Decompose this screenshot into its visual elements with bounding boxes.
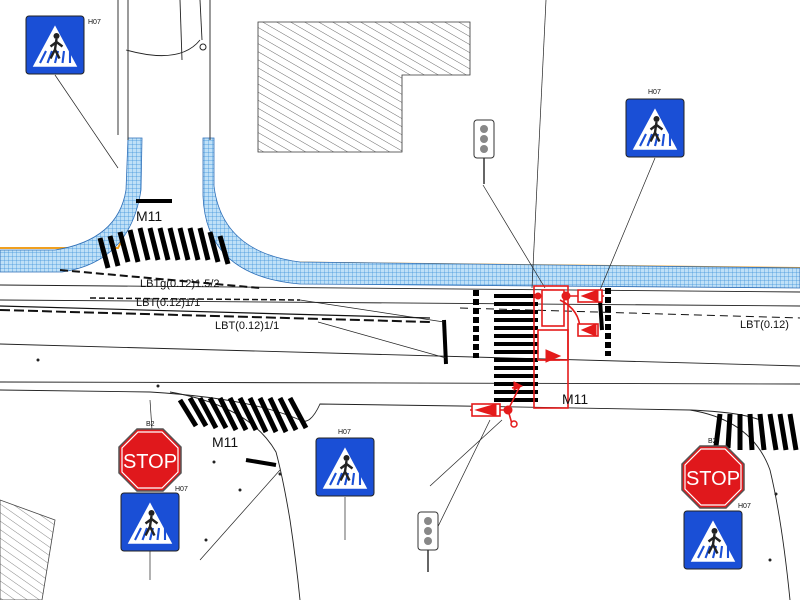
pedestrian-crossing-icon (683, 510, 743, 570)
sign-code-label: H07 (338, 429, 351, 436)
survey-marks (36, 43, 778, 562)
stop-sign-text: STOP (686, 468, 740, 490)
zebra-crossing-southwest (177, 396, 309, 434)
stop-sign-icon (681, 445, 745, 509)
pedestrian-crossing-icon (120, 492, 180, 552)
pedestrian-crossing-icon (315, 437, 375, 497)
marking-label: LBT(0.12) (740, 319, 789, 331)
sign-code-label: H07 (88, 19, 101, 26)
sign-code-label: H07 (175, 486, 188, 493)
crossing-edge-blocks (473, 288, 611, 358)
sidewalk-hatched-east (202, 137, 800, 289)
building-hatch-sw (0, 499, 56, 600)
lane-divider (0, 269, 800, 323)
pedestrian-crossing-icon (625, 98, 685, 158)
zebra-crossing-southeast (713, 413, 799, 451)
zebra-crossing-main (494, 294, 538, 402)
thick-bar (442, 319, 448, 365)
marking-label: M11 (562, 391, 588, 407)
marking-label: M11 (212, 434, 238, 450)
stop-line (245, 458, 277, 467)
traffic-light-icon (473, 119, 495, 184)
marking-label: LBTg(0.12)1.5/2 (140, 278, 220, 290)
sign-code-label: B2 (146, 421, 155, 428)
marking-label: LBT(0.12)1/1 (136, 297, 200, 309)
sidewalk-hatched (0, 137, 143, 273)
stop-sign-icon (118, 428, 182, 492)
building-hatch (257, 21, 471, 153)
thick-bar (598, 299, 604, 331)
zebra-crossing-north (97, 227, 231, 269)
signal-heads (471, 289, 603, 428)
sign-code-label: H07 (648, 89, 661, 96)
pedestrian-crossing-icon (25, 15, 85, 75)
marking-label: M11 (136, 208, 162, 224)
sign-code-label: B2 (708, 438, 717, 445)
marking-label: LBT(0.12)1/1 (215, 320, 279, 332)
traffic-light-icon (417, 511, 439, 572)
stop-sign-text: STOP (123, 451, 177, 473)
sign-code-label: H07 (738, 503, 751, 510)
